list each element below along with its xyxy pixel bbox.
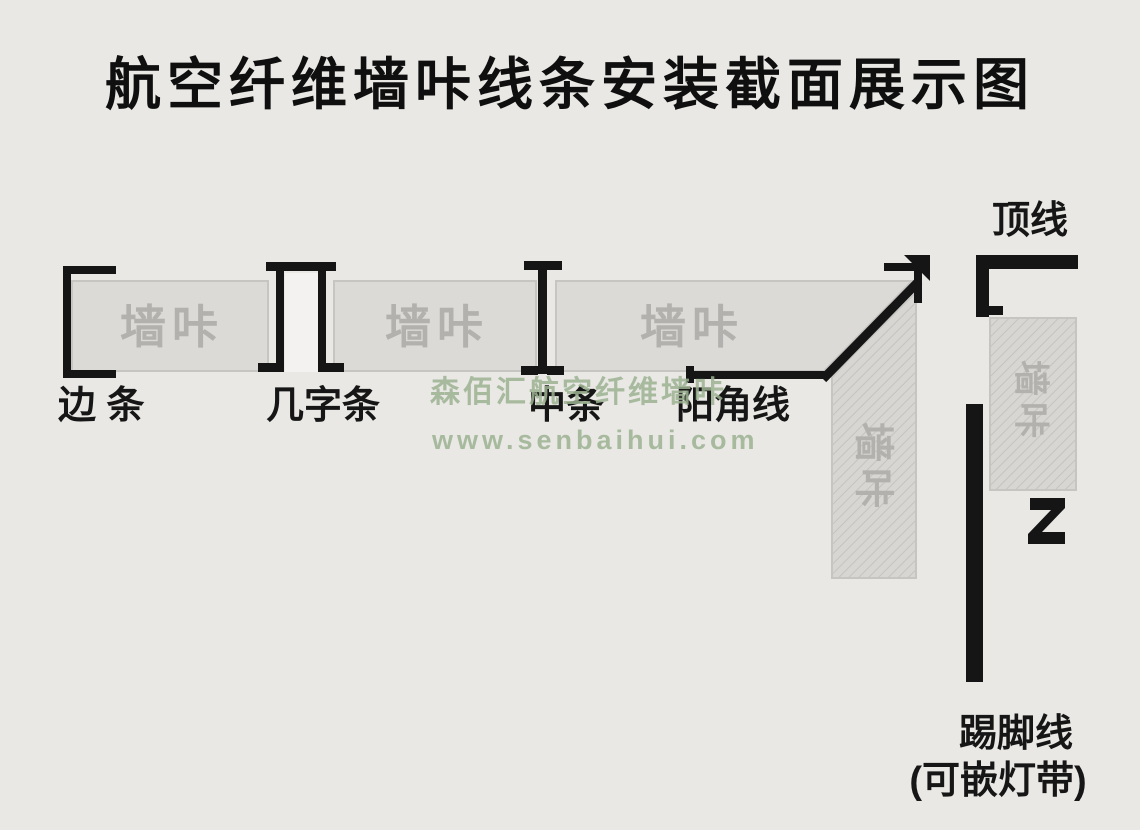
url-watermark: www.senbaihui.com: [431, 425, 759, 455]
crown-vertical-panel: [989, 317, 1077, 491]
brand-watermark: 森佰汇航空纤维墙咔: [430, 375, 727, 409]
middle-strip-profile: [521, 261, 564, 375]
panel-watermark-corner: 墙咔: [851, 422, 895, 514]
panel-watermark-crown: 墙咔: [1011, 360, 1052, 444]
wall-panel-2: [333, 280, 537, 372]
label-outside-corner: 阳角线: [676, 385, 790, 427]
label-edge-strip: 边 条: [58, 385, 145, 427]
wall-panel-1: [71, 280, 269, 372]
label-crown: 顶线: [992, 200, 1068, 242]
page-title: 航空纤维墙咔线条安装截面展示图: [105, 53, 1035, 116]
crown-profile: [976, 255, 1078, 317]
h-strip-profile: [258, 262, 344, 372]
panel-watermark-1: 墙咔: [120, 301, 224, 353]
label-skirting: 踢脚线: [959, 713, 1073, 755]
panel-watermark-2: 墙咔: [385, 301, 489, 353]
skirting-section-glyph: [1028, 498, 1065, 544]
panel-watermark-3: 墙咔: [640, 301, 744, 353]
skirting-profile: [966, 404, 1065, 682]
label-middle-strip: 中条: [528, 385, 604, 427]
label-skirting-note: (可嵌灯带): [909, 760, 1086, 802]
outside-corner-profile: [686, 255, 930, 383]
edge-strip-profile: [63, 266, 116, 378]
h-strip-gap: [285, 273, 318, 372]
label-h-strip: 几字条: [266, 385, 380, 427]
